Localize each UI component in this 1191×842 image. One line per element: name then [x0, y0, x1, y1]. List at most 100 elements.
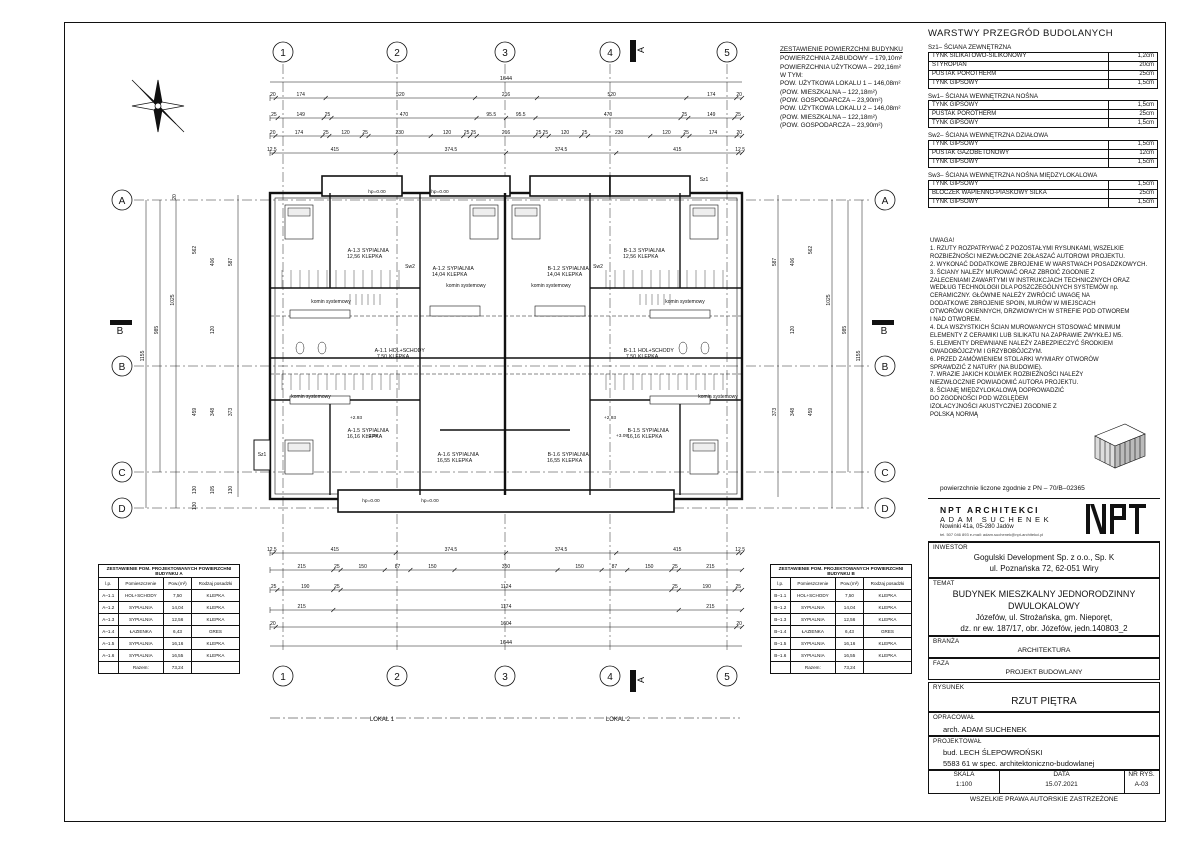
note-item: 4. DLA WSZYSTKICH ŚCIAN MUROWANYCH STOSO…: [930, 324, 1123, 339]
room-table-total: 73,24: [835, 661, 864, 674]
investor-address: ul. Poznańska 72, 62-051 Wiry: [989, 564, 1099, 573]
area-summary-line: W TYM:: [780, 71, 803, 79]
room-area: 12,56: [347, 254, 360, 260]
dimension-tick: [534, 95, 540, 101]
investor-box: INWESTOR Gogulski Development Sp. z o.o.…: [928, 542, 1160, 578]
section-mark: [110, 320, 132, 325]
dimension-tick: [321, 115, 326, 121]
toilet-icon: [700, 341, 710, 355]
room-table-cell: KLEPKA: [190, 637, 241, 650]
designer-name: bud. LECH ŚLEPOWROŃSKI: [943, 748, 1043, 757]
dimension-value: 149: [297, 112, 306, 118]
dimension-tick: [613, 550, 619, 556]
dimension-tick: [734, 95, 739, 101]
grid-bubble: [599, 41, 621, 63]
dimension-value: 520: [396, 92, 405, 98]
room-name: SYPIALNIA: [642, 428, 669, 434]
dimension-value: 520: [607, 92, 616, 98]
room-area: 7,50: [377, 354, 387, 360]
layer-thickness: 1,5cm: [1108, 158, 1158, 169]
dimension-value: 25: [536, 130, 542, 136]
dimension-value: 25: [334, 564, 340, 570]
room-table-header: Pomieszczenie: [117, 577, 165, 590]
dimension-tick: [676, 587, 681, 593]
side-wall: [253, 439, 271, 471]
dimension-value: 149: [707, 112, 716, 118]
room-table-cell: B–1.5: [770, 637, 791, 650]
sheet-label: NR RYS.: [1128, 771, 1155, 778]
dimension-value: 130: [192, 486, 198, 495]
drawing-frame: [64, 22, 1166, 822]
dimension-value: 587: [228, 258, 234, 267]
room-table-cell: B–1.6: [770, 649, 791, 662]
grid-label: B: [882, 362, 889, 373]
room-table-cell: KLEPKA: [862, 613, 913, 626]
wall-tag: Sw2: [593, 264, 603, 270]
dimension-value: 25: [736, 584, 742, 590]
dimension-tick: [408, 567, 413, 573]
dimension-value: 459: [192, 408, 198, 417]
dimension-tick: [331, 607, 336, 613]
room-floor: KLEPKA: [562, 458, 583, 464]
dimension-value: 373: [228, 408, 234, 417]
room-table-cell: 12,56: [835, 613, 864, 626]
grid-bubble: [874, 355, 896, 377]
note-item: 8. ŚCIANĘ MIĘDZYLOKALOWĄ DOPROWADZIĆ DO …: [930, 388, 1065, 418]
room-table-cell: 6,43: [835, 625, 864, 638]
dimension-value: 95.5: [486, 112, 496, 118]
subject-line: Józefów, ul. Strożańska, gm. Nieporęt,: [975, 613, 1113, 622]
lokal-label: LOKAL 1: [370, 717, 395, 723]
room-floor: KLEPKA: [452, 458, 473, 464]
dimension-value: 216: [502, 92, 511, 98]
dimension-tick: [273, 95, 278, 101]
toilet-icon: [317, 341, 327, 355]
room-name: SYPIALNIA: [562, 452, 589, 458]
room-table-cell: KLEPKA: [190, 649, 241, 662]
dimension-value: 374.5: [445, 147, 458, 153]
chimney-icon: [649, 395, 711, 405]
grid-bubble: [599, 665, 621, 687]
area-summary: ZESTAWIENIE POWIERZCHNI BUDYNKU POWIERZC…: [780, 46, 920, 130]
dimension-value: 25: [464, 130, 470, 136]
room-table-cell: SYPIALNIA: [789, 601, 837, 614]
room-floor: KLEPKA: [638, 254, 659, 260]
room-table-total: 73,24: [163, 661, 192, 674]
level-mark: +3.09: [616, 433, 628, 439]
dimension-tick: [271, 550, 276, 556]
dimension-tick: [359, 133, 364, 139]
room-table-header: l.p.: [770, 577, 791, 590]
chimney-icon: [649, 309, 711, 319]
room-id: A-1.2: [433, 266, 446, 272]
dimension-tick: [732, 115, 737, 121]
dimension-value: 120: [341, 130, 350, 136]
room-table-cell: B–1.3: [770, 613, 791, 626]
layer-thickness: 12cm: [1108, 149, 1158, 160]
grid-label: 4: [607, 672, 613, 683]
dimension-value: 1025: [170, 294, 176, 305]
dimension-value: 120: [790, 326, 796, 335]
layer-material: TYNK GIPSOWY: [928, 179, 1109, 190]
room-area: 14,04: [432, 272, 445, 278]
dimension-value: 25: [582, 130, 588, 136]
layer-thickness: 1,5cm: [1108, 140, 1158, 151]
dimension-tick: [539, 133, 545, 139]
dimension-tick: [323, 95, 328, 101]
note-item: 2. WYKONAĆ DODATKOWE ZBROJENIE W WARSTWA…: [930, 261, 1148, 268]
dimension-value: 1155: [140, 350, 146, 361]
subject-box: TEMAT BUDYNEK MIESZKALNY JEDNORODZINNY D…: [928, 578, 1160, 636]
pillow-icon: [287, 442, 311, 452]
dimension-tick: [732, 587, 737, 593]
room-table-cell: [190, 661, 241, 674]
room-table-cell: ŁAZIENKA: [117, 625, 165, 638]
dimension-value: 150: [428, 564, 437, 570]
layer-material: PUSTAK POROTHERM: [928, 69, 1109, 80]
dimension-tick: [624, 567, 630, 573]
dimension-value: 20: [736, 92, 742, 98]
bay-wall: [429, 175, 511, 197]
phase-value: PROJEKT BUDOWLANY: [1005, 669, 1083, 676]
grid-bubble: [111, 497, 133, 519]
